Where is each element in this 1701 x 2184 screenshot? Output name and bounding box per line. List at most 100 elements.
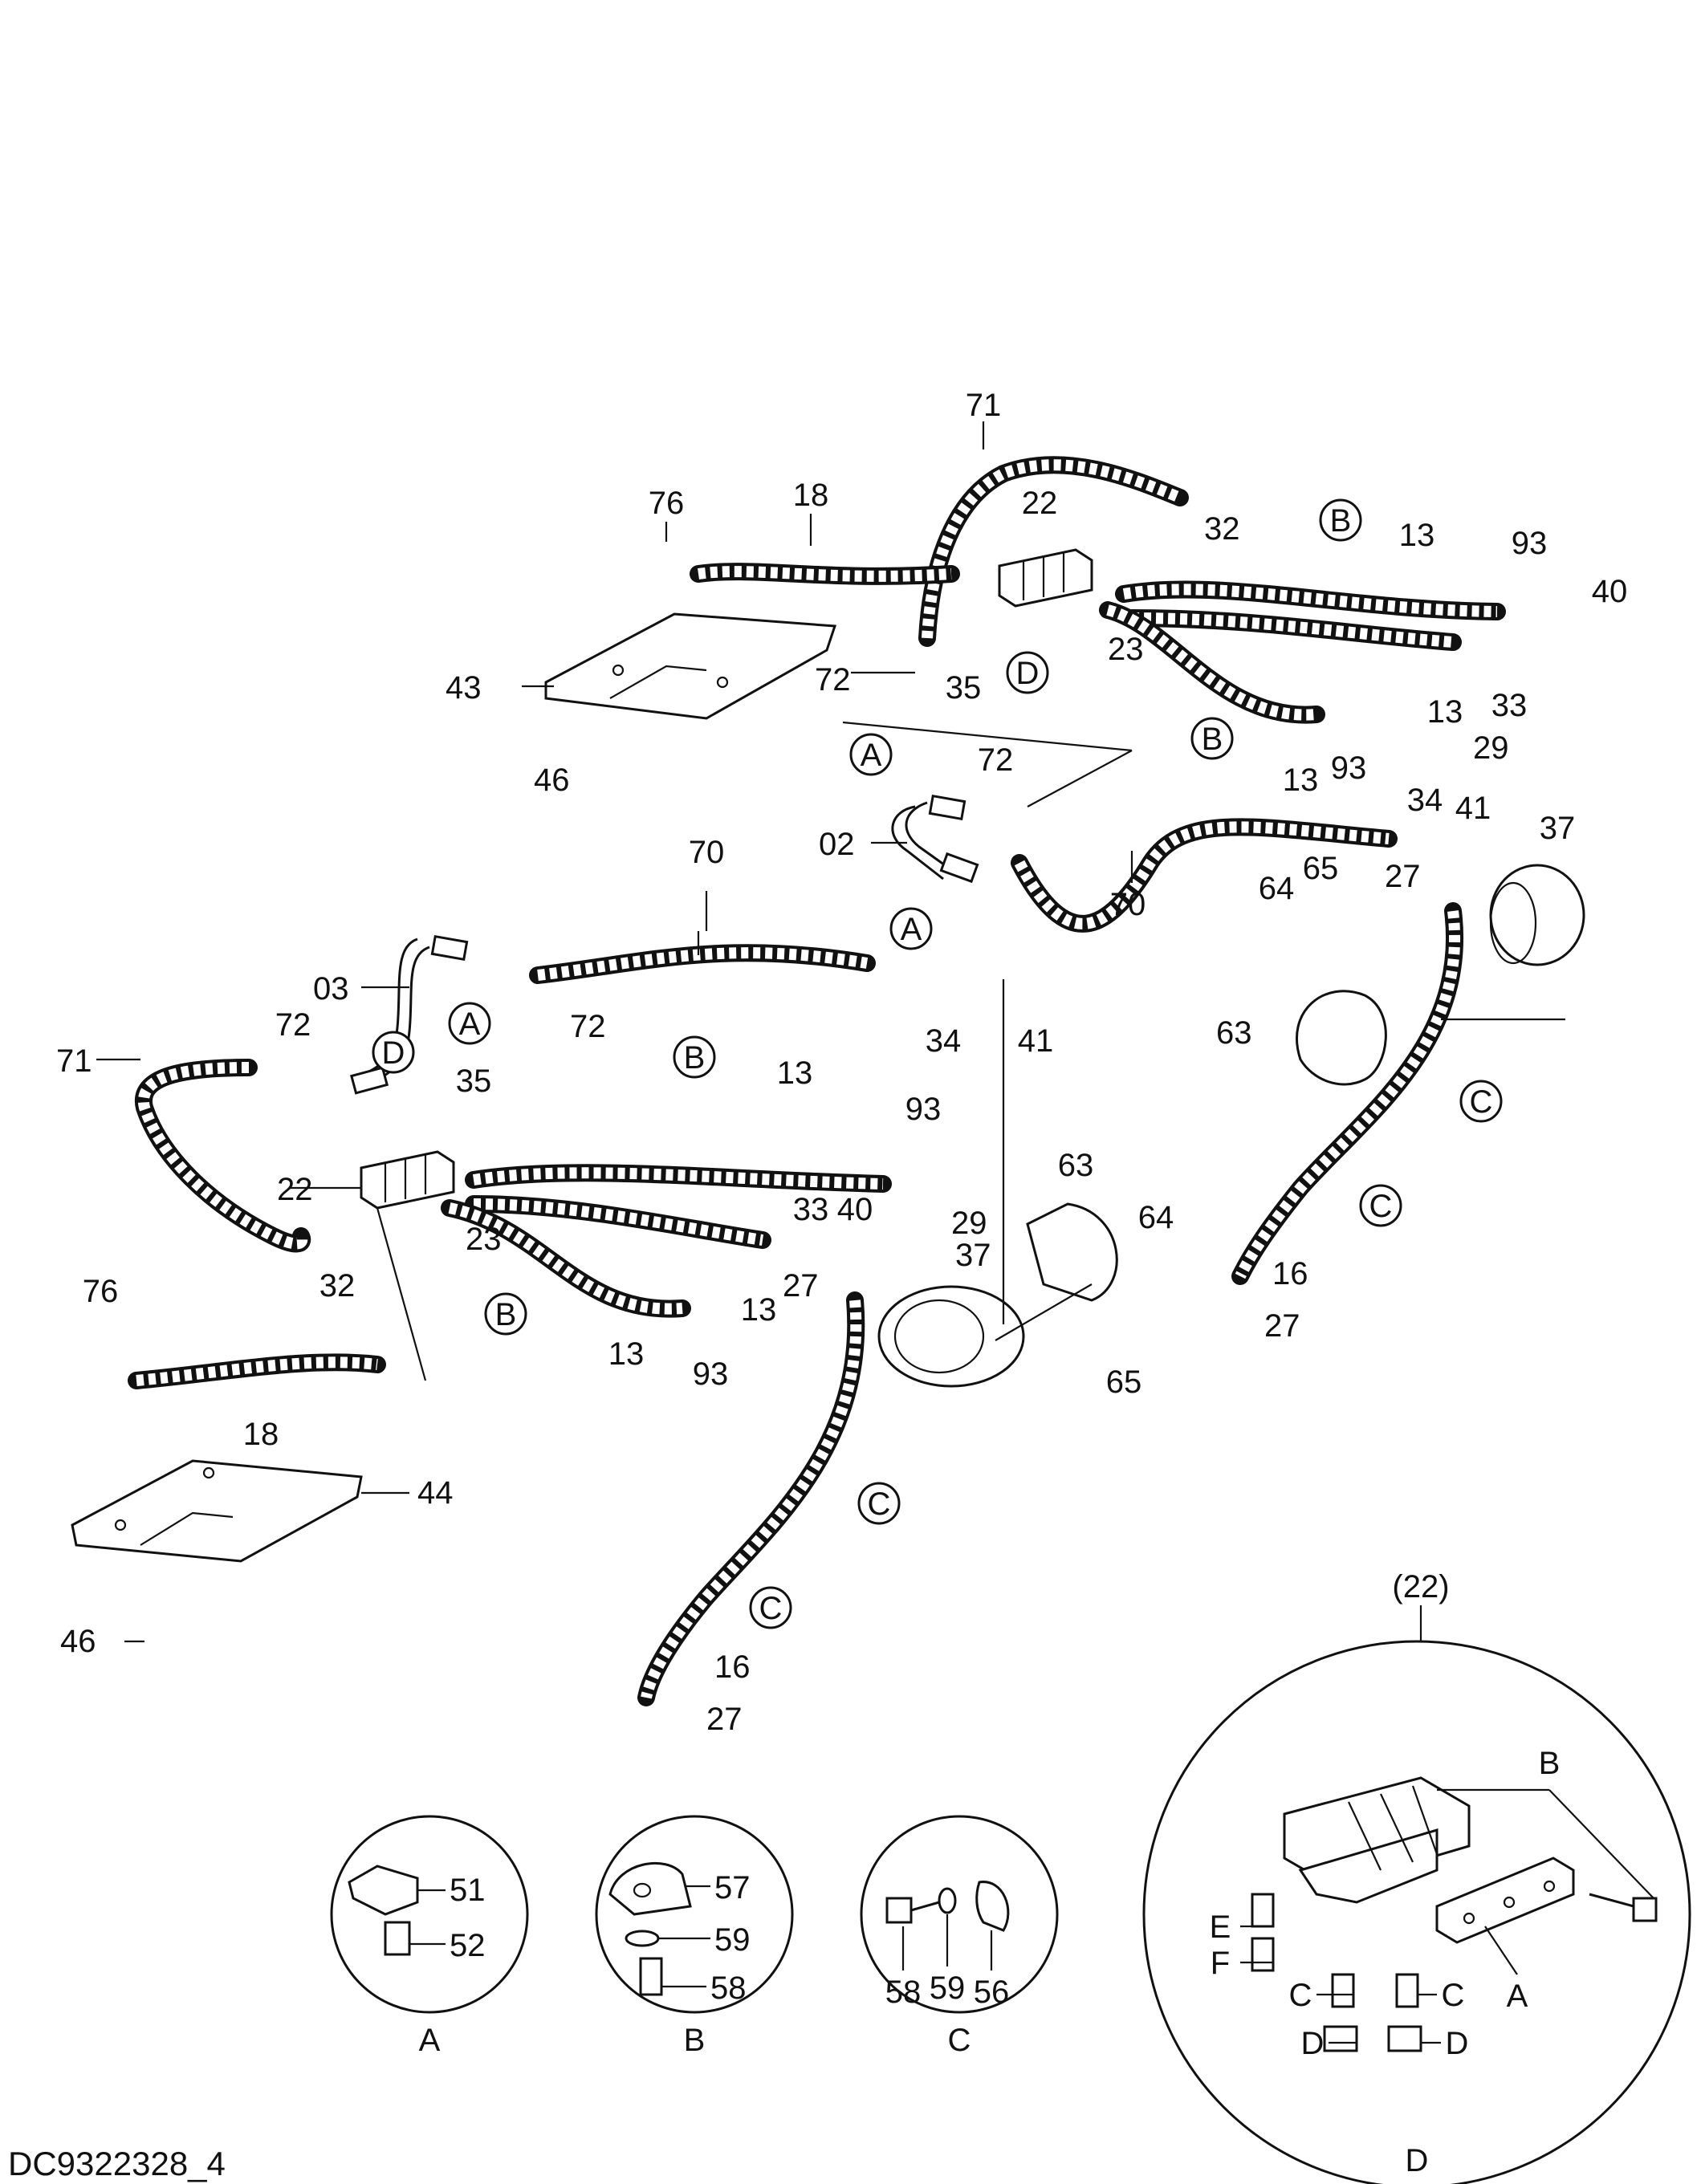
label-40: 40 bbox=[1592, 574, 1628, 609]
hose-18-lower bbox=[128, 1353, 386, 1389]
svg-text:D: D bbox=[1406, 2143, 1429, 2178]
svg-text:B: B bbox=[1330, 503, 1352, 539]
svg-text:B: B bbox=[684, 1040, 706, 1076]
plate-44 bbox=[71, 1459, 363, 1563]
label-46: 46 bbox=[534, 763, 570, 798]
label-93: 93 bbox=[905, 1092, 942, 1127]
svg-text:A: A bbox=[419, 2023, 441, 2058]
pipe-02 bbox=[891, 794, 979, 884]
label-37: 37 bbox=[1540, 811, 1576, 846]
svg-text:56: 56 bbox=[974, 1975, 1010, 2010]
svg-text:A: A bbox=[861, 738, 882, 773]
svg-text:C: C bbox=[759, 1591, 783, 1626]
fitting-d bbox=[1387, 2025, 1422, 2052]
callout-c: C bbox=[1459, 1080, 1503, 1123]
reel-disc-lower bbox=[877, 1285, 1025, 1388]
callout-a: A bbox=[849, 733, 893, 776]
svg-text:A: A bbox=[1507, 1979, 1528, 2014]
svg-text:C: C bbox=[1470, 1084, 1493, 1120]
label-70: 70 bbox=[689, 835, 725, 870]
detail-b: 57 59 58 B bbox=[595, 1815, 794, 2058]
label-02: 02 bbox=[819, 827, 855, 862]
label-65: 65 bbox=[1303, 851, 1339, 886]
detail-a: 51 52 A bbox=[330, 1815, 529, 2058]
svg-text:(22): (22) bbox=[1392, 1569, 1449, 1604]
hose-16-lower bbox=[637, 1291, 865, 1706]
callout-d: D bbox=[1006, 651, 1049, 694]
svg-text:58: 58 bbox=[885, 1975, 922, 2010]
label-22: 22 bbox=[1022, 486, 1058, 521]
svg-text:57: 57 bbox=[714, 1870, 751, 1905]
hose-16-right bbox=[1231, 902, 1463, 1285]
label-63: 63 bbox=[1058, 1148, 1094, 1183]
svg-text:B: B bbox=[1202, 722, 1223, 757]
fitting-e bbox=[1251, 1893, 1275, 1928]
callout-b: B bbox=[1319, 498, 1362, 542]
cover-63-lower bbox=[1026, 1202, 1118, 1302]
callout-b: B bbox=[1190, 717, 1234, 760]
label-71: 71 bbox=[56, 1043, 92, 1079]
hose-18-upper bbox=[690, 563, 960, 585]
callout-b: B bbox=[484, 1292, 527, 1336]
svg-text:D: D bbox=[1446, 2026, 1469, 2061]
label-40: 40 bbox=[837, 1192, 873, 1227]
label-44: 44 bbox=[417, 1475, 454, 1511]
label-27: 27 bbox=[783, 1268, 819, 1303]
label-03: 03 bbox=[313, 971, 349, 1007]
svg-text:58: 58 bbox=[710, 1970, 747, 2006]
label-93: 93 bbox=[693, 1356, 729, 1392]
label-72: 72 bbox=[978, 742, 1014, 778]
reel-disc-upper bbox=[1489, 864, 1585, 966]
svg-text:A: A bbox=[901, 912, 922, 947]
svg-text:B: B bbox=[684, 2023, 706, 2058]
hoses-13-lower bbox=[441, 1164, 892, 1318]
callout-a: A bbox=[889, 907, 933, 950]
label-76: 76 bbox=[83, 1274, 119, 1309]
svg-text:F: F bbox=[1211, 1946, 1230, 1981]
leader-lines bbox=[96, 421, 1565, 1643]
pipe-03 bbox=[349, 934, 469, 1095]
label-72: 72 bbox=[815, 662, 851, 697]
callout-b: B bbox=[673, 1035, 716, 1079]
svg-text:51: 51 bbox=[450, 1873, 486, 1908]
callout-c: C bbox=[857, 1482, 901, 1525]
label-76: 76 bbox=[649, 486, 685, 521]
svg-text:C: C bbox=[1442, 1978, 1465, 2013]
label-64: 64 bbox=[1259, 871, 1295, 906]
detail-c: 58 59 56 C bbox=[860, 1815, 1059, 2058]
label-72: 72 bbox=[275, 1007, 311, 1043]
svg-text:E: E bbox=[1210, 1909, 1231, 1945]
lower-assembly bbox=[71, 934, 1118, 1706]
fitting-d bbox=[1323, 2025, 1358, 2052]
detail-d: (22) B A E F C bbox=[1142, 1569, 1691, 2184]
svg-text:D: D bbox=[1016, 656, 1040, 691]
callout-d: D bbox=[372, 1031, 415, 1074]
upper-assembly bbox=[544, 456, 1585, 1285]
label-34: 34 bbox=[926, 1023, 962, 1059]
hose-71-lower bbox=[135, 1059, 311, 1253]
label-29: 29 bbox=[1473, 730, 1509, 766]
label-33: 33 bbox=[1491, 688, 1528, 723]
distribution-block-22-upper bbox=[998, 548, 1093, 608]
label-34: 34 bbox=[1407, 783, 1443, 818]
label-18: 18 bbox=[243, 1417, 279, 1452]
label-18: 18 bbox=[793, 478, 829, 513]
label-72: 72 bbox=[570, 1009, 606, 1044]
label-13: 13 bbox=[608, 1336, 645, 1372]
label-70: 70 bbox=[1110, 887, 1146, 922]
svg-text:B: B bbox=[1539, 1746, 1561, 1781]
part-labels: 71 76 18 22 32 13 93 40 43 72 35 23 13 3… bbox=[56, 388, 1627, 1737]
callouts-main: B D B A A A D B C C B C C bbox=[372, 498, 1503, 1629]
label-32: 32 bbox=[319, 1268, 356, 1303]
svg-text:C: C bbox=[948, 2023, 971, 2058]
callout-c: C bbox=[1359, 1184, 1402, 1227]
svg-text:59: 59 bbox=[930, 1970, 966, 2006]
svg-text:C: C bbox=[1289, 1978, 1312, 2013]
label-16: 16 bbox=[1272, 1256, 1308, 1291]
fitting-c bbox=[1395, 1973, 1419, 2008]
hose-70-lower bbox=[529, 944, 876, 984]
label-35: 35 bbox=[946, 670, 982, 706]
label-33: 33 bbox=[793, 1192, 829, 1227]
label-27: 27 bbox=[706, 1702, 743, 1737]
